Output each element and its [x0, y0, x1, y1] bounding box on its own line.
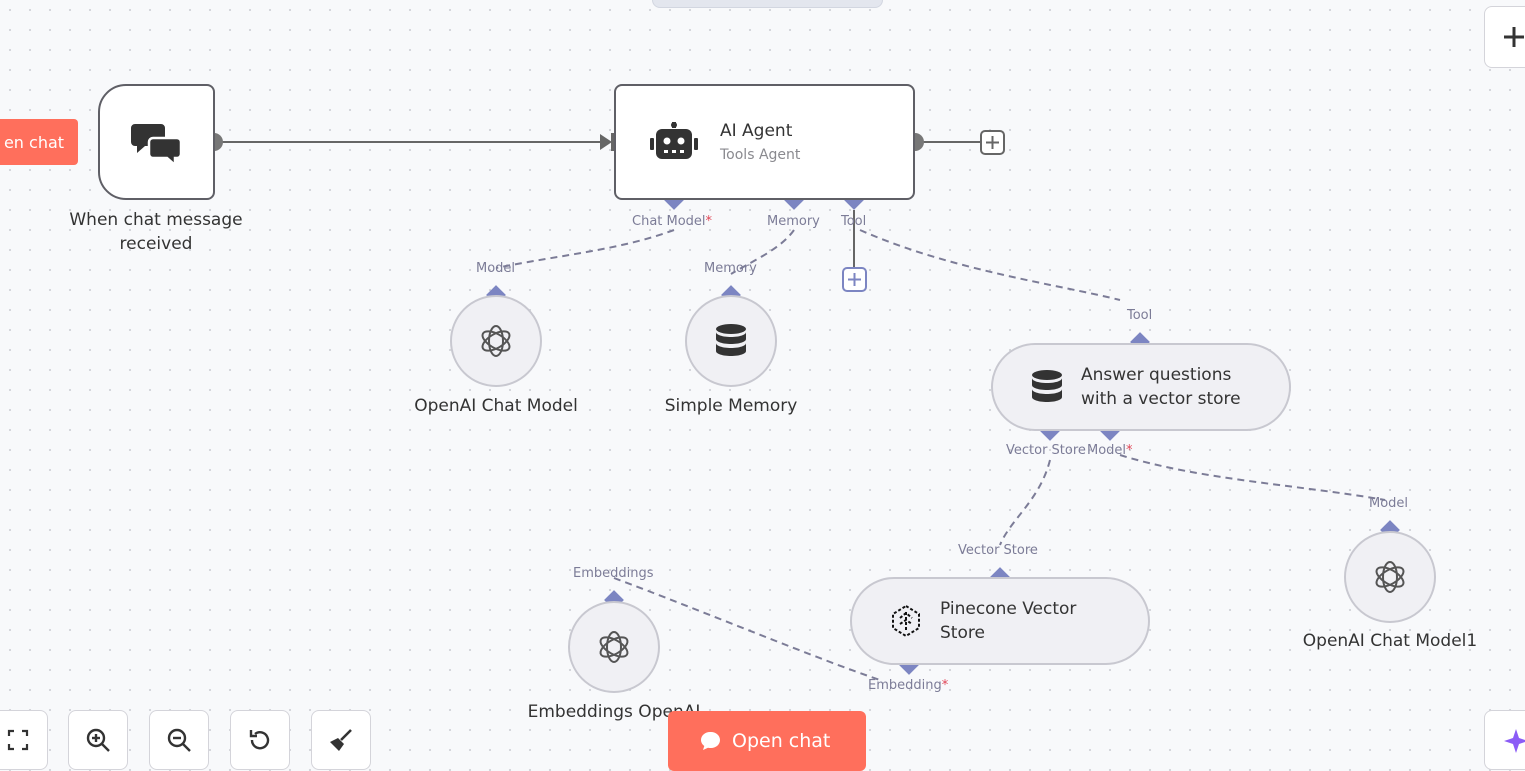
sparkle-icon [1504, 729, 1525, 753]
pinecone-label: Pinecone Vector Store [940, 599, 1077, 643]
chat-bubble-icon [701, 732, 720, 750]
node-ai-agent[interactable]: AI Agent Tools Agent [614, 84, 915, 200]
pinecone-icon [892, 604, 920, 638]
robot-icon [650, 122, 698, 159]
top-tab[interactable] [652, 0, 883, 8]
node-simple-memory[interactable] [685, 295, 777, 387]
port-label-memory: Memory [767, 214, 820, 229]
chat-model-label: OpenAI Chat Model [414, 396, 578, 416]
openai-icon [481, 325, 511, 357]
edge-vectorstore[interactable] [999, 459, 1051, 546]
node-embeddings-openai[interactable] [568, 601, 660, 693]
vector-tool-label: Answer questions with a vector store [1081, 365, 1241, 409]
fit-view-button[interactable] [0, 710, 48, 770]
openai-icon [599, 631, 629, 663]
agent-title: AI Agent [720, 121, 793, 141]
ai-assistant-button[interactable] [1484, 710, 1525, 770]
tidy-up-button[interactable] [311, 710, 371, 770]
port-label-vs-model: Model* [1087, 443, 1133, 458]
port-label-tool: Tool [841, 214, 867, 229]
port-label-embeddings-in: Embeddings [573, 566, 654, 581]
chat-bubbles-icon [130, 124, 182, 164]
edge-arrowhead [600, 134, 612, 150]
embeddings-label: Embeddings OpenAI [527, 702, 701, 722]
node-pinecone-vector-store[interactable]: Pinecone Vector Store [850, 577, 1150, 665]
zoom-in-icon [86, 728, 110, 752]
port-label-pinecone-in: Vector Store [958, 543, 1038, 558]
node-openai-chat-model[interactable] [450, 295, 542, 387]
database-icon [716, 324, 746, 356]
port-label-model-in: Model [476, 261, 516, 276]
edge-chatmodel[interactable] [495, 229, 675, 269]
add-node-panel-button[interactable] [1484, 6, 1525, 68]
database-icon [1032, 370, 1062, 402]
node-openai-chat-model1[interactable] [1344, 531, 1436, 623]
openai-icon [1375, 561, 1405, 593]
zoom-in-button[interactable] [68, 710, 128, 770]
open-chat-label: en chat [3, 132, 65, 152]
agent-subtitle: Tools Agent [720, 147, 801, 163]
fullscreen-icon [7, 729, 29, 751]
chat-model1-label: OpenAI Chat Model1 [1302, 631, 1478, 651]
port-label-memory-in: Memory [704, 261, 757, 276]
port-label-tool-in: Tool [1127, 308, 1153, 323]
reset-zoom-button[interactable] [230, 710, 290, 770]
undo-icon [249, 730, 270, 750]
tool-add-node-button[interactable] [842, 267, 867, 292]
zoom-out-button[interactable] [149, 710, 209, 770]
memory-label: Simple Memory [664, 396, 798, 416]
broom-icon [330, 729, 352, 751]
node-vector-store-tool[interactable]: Answer questions with a vector store [991, 343, 1291, 431]
zoom-out-icon [167, 728, 191, 752]
node-chat-trigger[interactable] [98, 84, 215, 200]
edge-model1[interactable] [1119, 454, 1386, 501]
open-chat-label: Open chat [732, 730, 831, 752]
open-chat-button-left[interactable]: en chat [0, 119, 78, 165]
port-label-model1-in: Model [1369, 496, 1409, 511]
trigger-label: When chat message received [69, 210, 243, 254]
port-label-vs-vector-store: Vector Store [1006, 443, 1086, 458]
agent-add-node-button[interactable] [980, 130, 1005, 155]
edge-tool[interactable] [859, 229, 1121, 301]
port-label-chat-model: Chat Model* [632, 214, 713, 229]
plus-icon [1504, 27, 1524, 47]
port-label-pinecone-embedding: Embedding* [868, 678, 949, 693]
open-chat-button[interactable]: Open chat [668, 711, 866, 771]
